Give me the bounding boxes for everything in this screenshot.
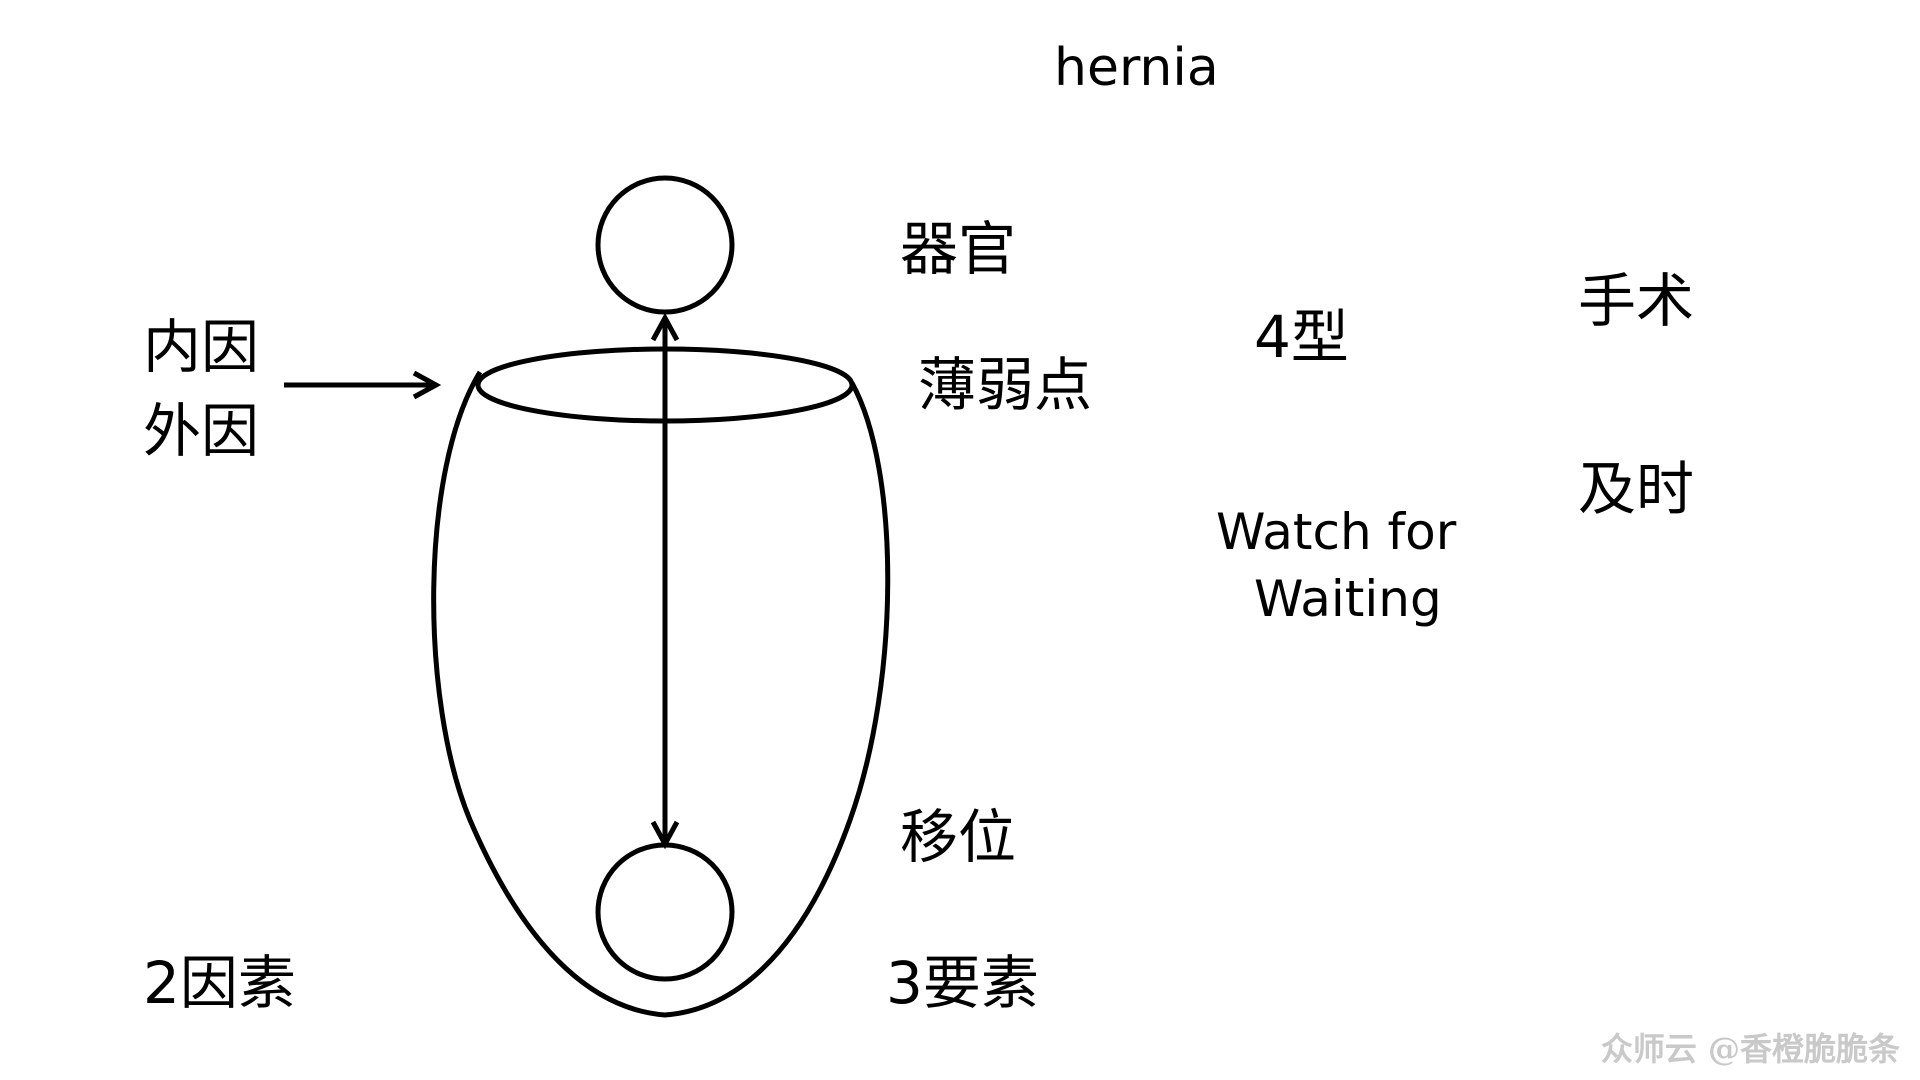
- label-three-elements: 3要素: [886, 949, 1039, 1017]
- label-organ: 器官: [900, 215, 1017, 283]
- label-two-factors: 2因素: [143, 949, 296, 1017]
- label-internal-cause: 内因: [143, 313, 260, 381]
- label-four-types: 4型: [1254, 303, 1349, 371]
- arrow-head-down: [650, 820, 680, 850]
- label-weak-point: 薄弱点: [918, 351, 1093, 419]
- organ-circle-bottom: [595, 842, 735, 982]
- watermark: 众师云 @香橙脆脆条: [1600, 1030, 1900, 1068]
- cause-arrow-head: [412, 370, 442, 400]
- arrow-head-up: [650, 312, 680, 342]
- hernia-sac: [431, 370, 891, 1018]
- label-timely: 及时: [1578, 455, 1695, 523]
- label-displacement: 移位: [900, 803, 1017, 871]
- label-external-cause: 外因: [143, 397, 260, 465]
- label-watch-line2: Waiting: [1254, 570, 1442, 628]
- label-watch-line1: Watch for: [1216, 503, 1457, 561]
- label-surgery: 手术: [1578, 267, 1695, 335]
- diagram-title: hernia: [1054, 38, 1219, 98]
- organ-circle-top: [595, 175, 735, 315]
